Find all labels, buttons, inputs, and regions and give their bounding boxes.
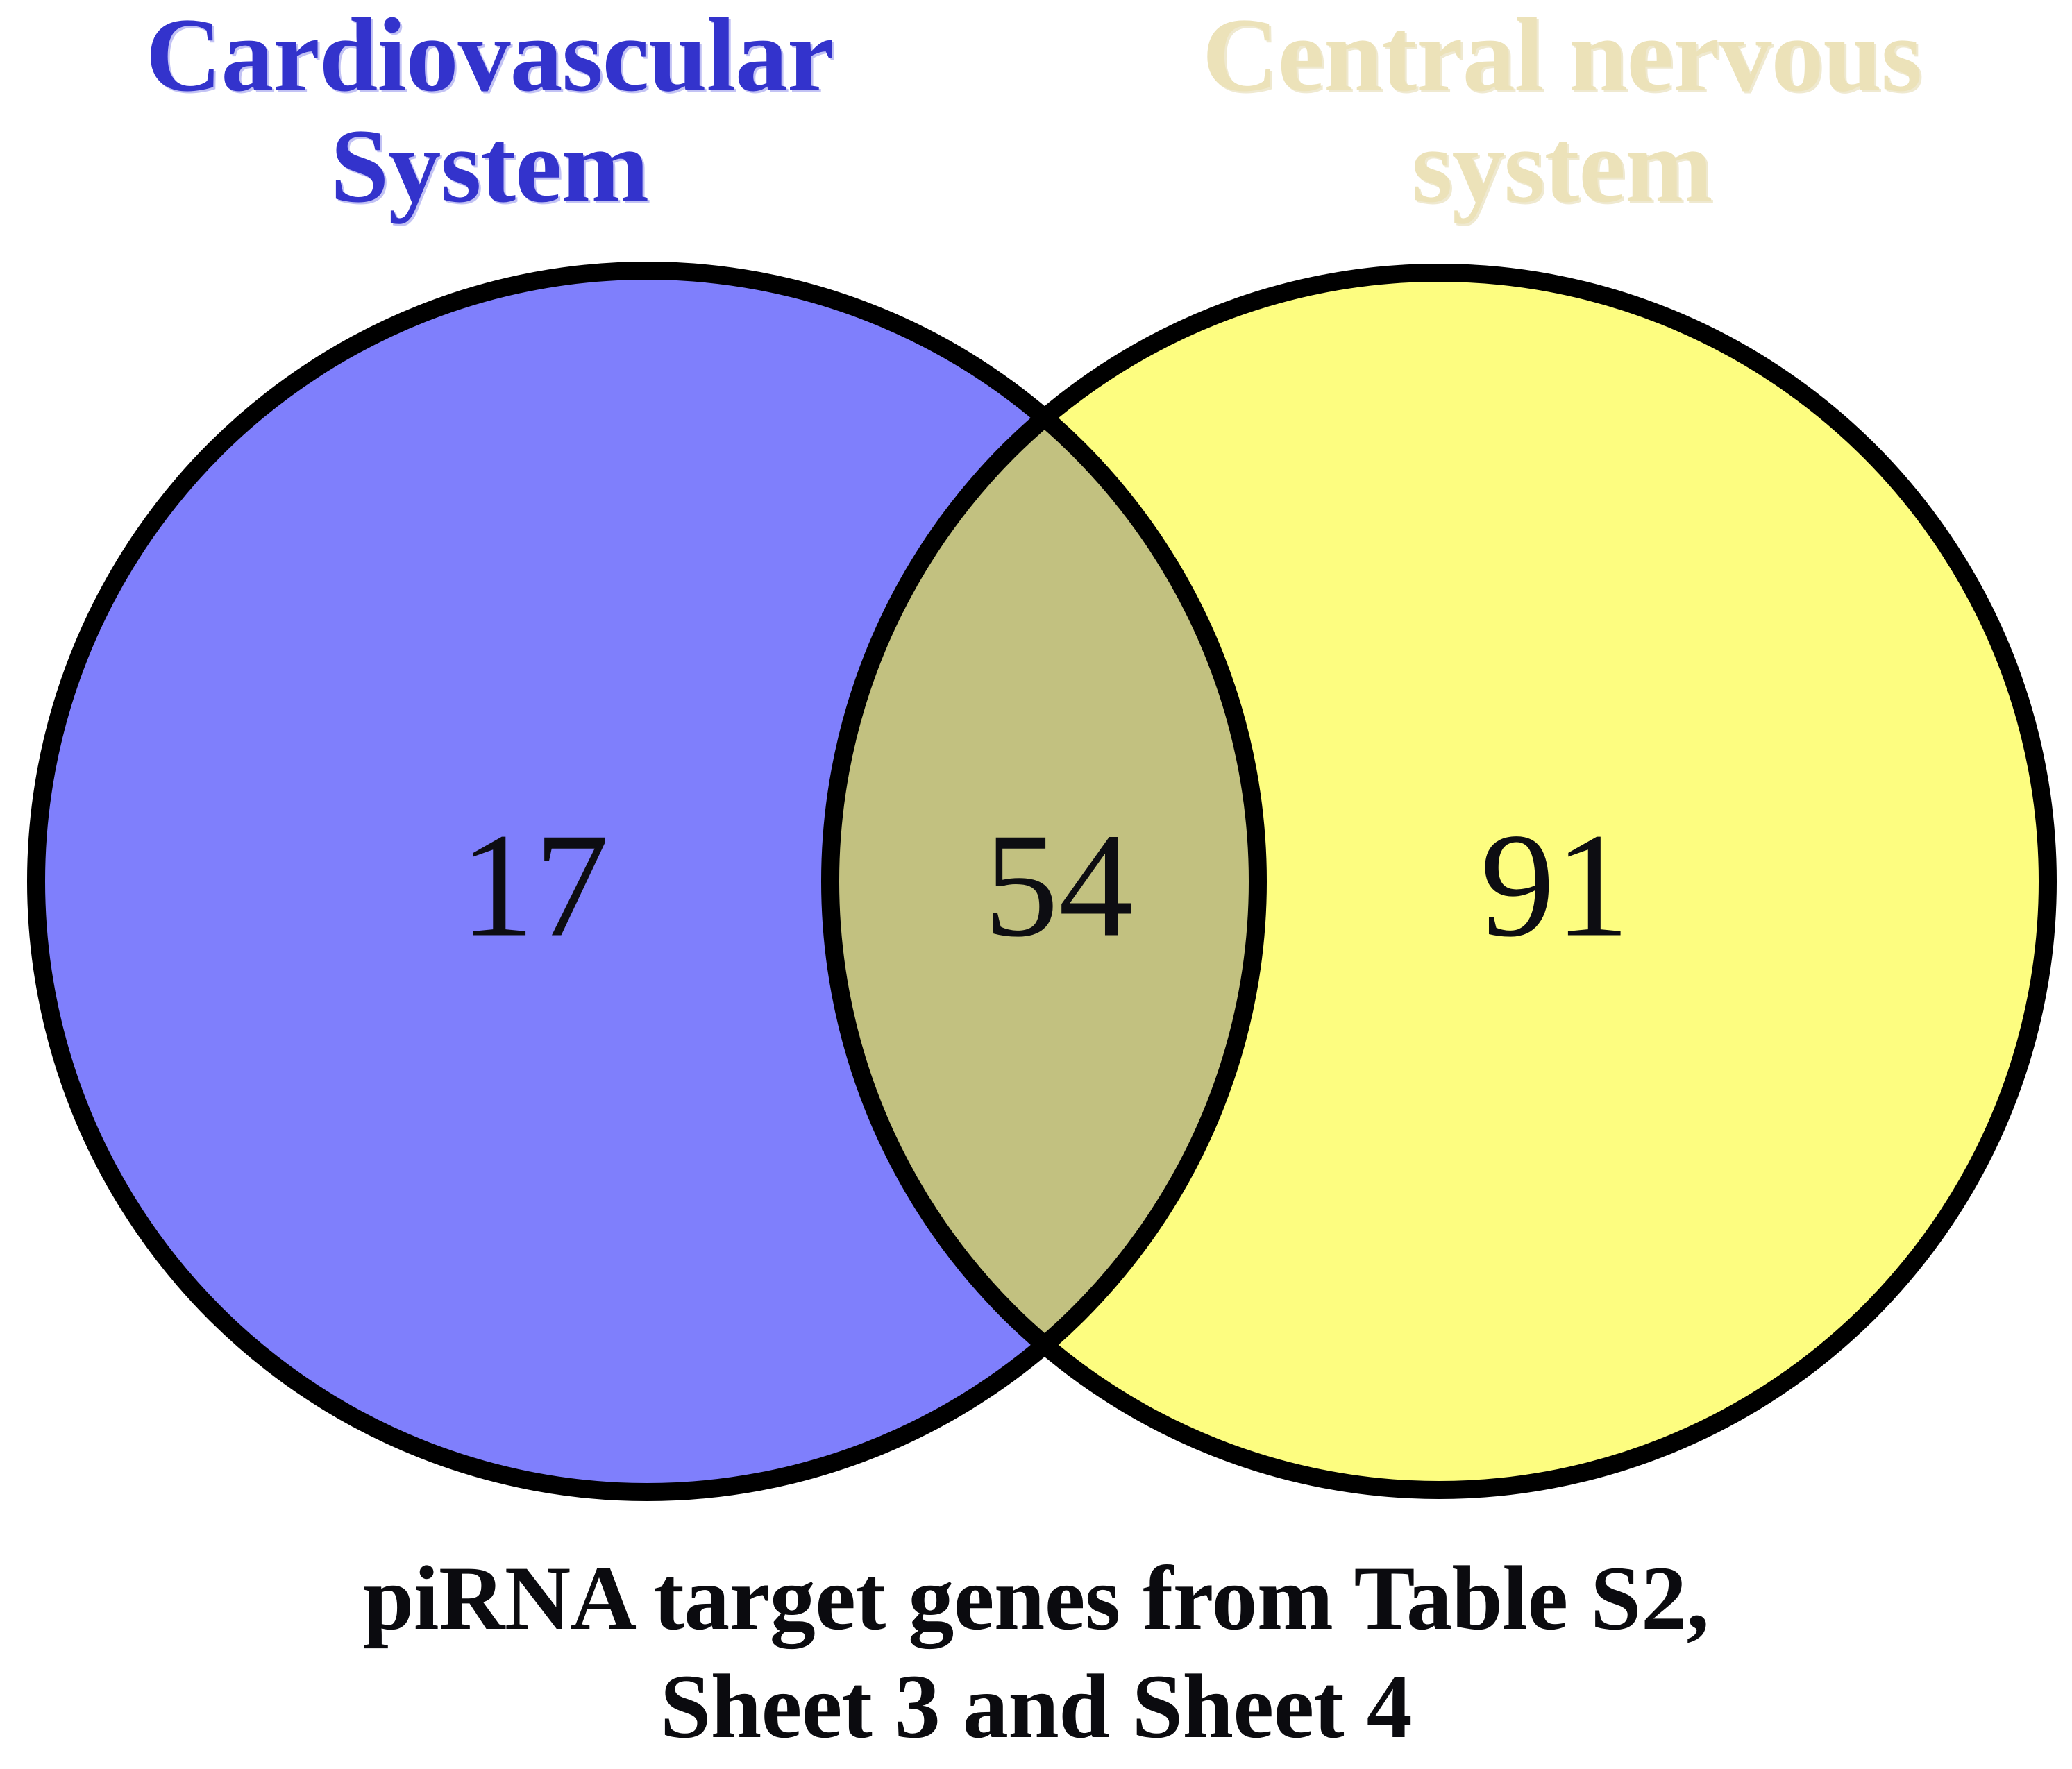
venn-region-intersection bbox=[830, 273, 1258, 1490]
venn-circle-right-outline bbox=[821, 264, 2057, 1499]
set-label-cardiovascular-system: Cardiovascular System bbox=[145, 0, 834, 224]
venn-count-left-only: 17 bbox=[460, 802, 609, 968]
venn-svg bbox=[27, 262, 2057, 1501]
venn-count-right-only: 91 bbox=[1480, 802, 1630, 968]
venn-circle-left-outline bbox=[27, 262, 1267, 1501]
venn-count-intersection: 54 bbox=[984, 802, 1134, 968]
figure-caption: piRNA target genes from Table S2, Sheet … bbox=[362, 1547, 1710, 1757]
venn-titles: Cardiovascular System Central nervous sy… bbox=[0, 0, 2072, 264]
venn-diagram: 17 54 91 bbox=[0, 229, 2072, 1548]
set-label-central-nervous-system: Central nervous system bbox=[1202, 0, 1922, 224]
